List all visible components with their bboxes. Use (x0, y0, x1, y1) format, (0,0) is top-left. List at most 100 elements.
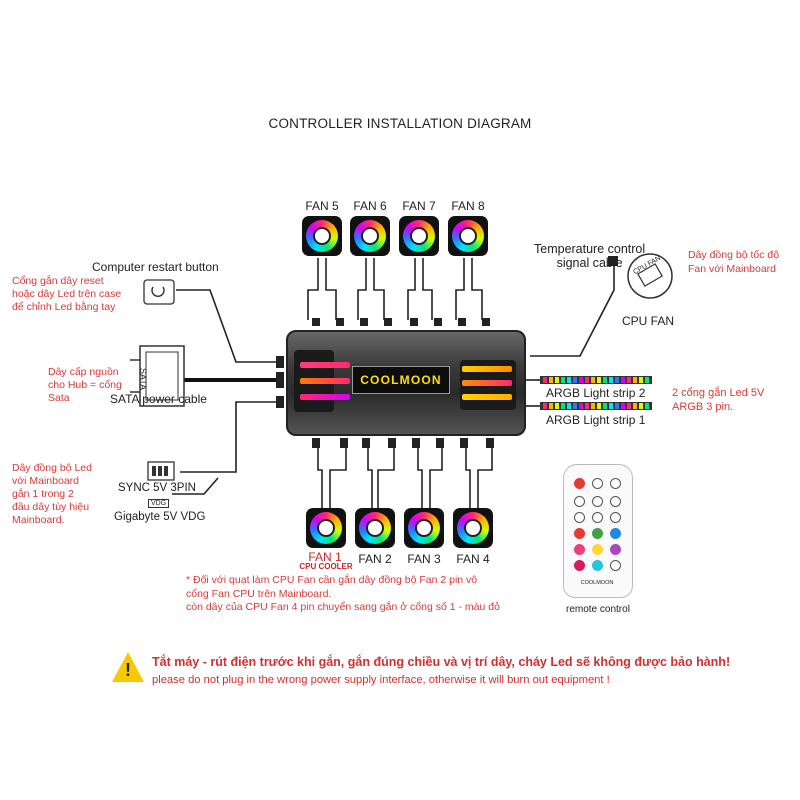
argb-led (591, 403, 595, 409)
remote-button (592, 496, 603, 507)
fan-label: FAN 6 (353, 199, 387, 213)
argb-led (555, 403, 559, 409)
remote-color-button (574, 544, 585, 555)
argb-strip-1-label: ARGB Light strip 1 (546, 413, 646, 427)
fan-label: FAN 3 (407, 552, 441, 566)
remote-color-button (592, 560, 603, 571)
fan-label: FAN 8 (451, 199, 485, 213)
argb-led (591, 377, 595, 383)
fan-label: FAN 1 (308, 550, 342, 564)
argb-led (549, 403, 553, 409)
remote-color-button (574, 560, 585, 571)
remote-brand: COOLMOON (580, 580, 614, 586)
argb-led (555, 377, 559, 383)
vdg-tag: VDG (148, 499, 170, 508)
remote-button (610, 478, 621, 489)
argb-led (621, 403, 625, 409)
hub-logo: COOLMOON (352, 366, 450, 394)
rgb-fan-icon (404, 508, 444, 548)
argb-led (543, 377, 547, 383)
rgb-fan-icon (302, 216, 342, 256)
rgb-fan-icon (453, 508, 493, 548)
diagram-title: CONTROLLER INSTALLATION DIAGRAM (268, 116, 532, 131)
rgb-fan-icon (306, 508, 346, 548)
argb-led (633, 403, 637, 409)
warning-vn-text: Tắt máy - rút điện trước khi gắn, gắn đú… (152, 655, 731, 669)
argb-led (603, 403, 607, 409)
rgb-fan-icon (350, 216, 390, 256)
hub-led-bar (300, 394, 350, 400)
sata-cable-label: SATA power cable (110, 392, 207, 406)
argb-led (639, 377, 643, 383)
argb-led (585, 377, 589, 383)
argb-led (609, 377, 613, 383)
argb-led (645, 403, 649, 409)
argb-led (543, 403, 547, 409)
fan-label: FAN 5 (305, 199, 339, 213)
fan-label: FAN 2 (358, 552, 392, 566)
fan-label: FAN 7 (402, 199, 436, 213)
argb-led (633, 377, 637, 383)
argb-led (579, 377, 583, 383)
remote-power-button (574, 478, 585, 489)
argb-led (597, 403, 601, 409)
argb-led (645, 377, 649, 383)
argb-led (597, 377, 601, 383)
remote-color-button (592, 528, 603, 539)
hub-led-bar (462, 366, 512, 372)
argb-led (615, 377, 619, 383)
warning-icon (112, 652, 144, 682)
remote-color-button (574, 528, 585, 539)
fan1-sublabel: CPU COOLER (299, 562, 353, 571)
argb-led (573, 377, 577, 383)
remote-button (610, 496, 621, 507)
hub-led-bar (462, 380, 512, 386)
argb-led (567, 403, 571, 409)
hub-led-bar (300, 378, 350, 384)
cpu-fan-label: CPU FAN (622, 314, 675, 328)
warning-exclamation-icon: ! (125, 660, 131, 680)
rgb-fan-icon (448, 216, 488, 256)
remote-button (574, 512, 585, 523)
argb-led (573, 403, 577, 409)
argb-led (621, 377, 625, 383)
argb-led (579, 403, 583, 409)
argb-strip-2-label: ARGB Light strip 2 (546, 386, 646, 400)
remote-button (592, 512, 603, 523)
remote-color-button (610, 544, 621, 555)
argb-led (603, 377, 607, 383)
argb-led (561, 377, 565, 383)
remote-button (610, 560, 621, 571)
argb-led (567, 377, 571, 383)
argb-led (561, 403, 565, 409)
argb-led (639, 403, 643, 409)
rgb-fan-icon (399, 216, 439, 256)
remote-button (574, 496, 585, 507)
gigabyte-label: Gigabyte 5V VDG (114, 511, 206, 523)
sata-connector-text: SATA (138, 368, 148, 391)
warning-en-text: please do not plug in the wrong power su… (152, 674, 610, 686)
remote-color-button (610, 528, 621, 539)
argb-led (609, 403, 613, 409)
argb-led (549, 377, 553, 383)
remote-color-button (592, 544, 603, 555)
cpu-fan-footnote: * Đối với quạt làm CPU Fan cần gắn dây đ… (186, 574, 500, 613)
hub-led-bar (462, 394, 512, 400)
argb-led (627, 377, 631, 383)
argb-led (585, 403, 589, 409)
fan-label: FAN 4 (456, 552, 490, 566)
remote-button (610, 512, 621, 523)
hub-led-bar (300, 362, 350, 368)
remote-button (592, 478, 603, 489)
rgb-fan-icon (355, 508, 395, 548)
remote-label: remote control (566, 604, 630, 615)
restart-button-label: Computer restart button (92, 260, 219, 274)
argb-led (627, 403, 631, 409)
